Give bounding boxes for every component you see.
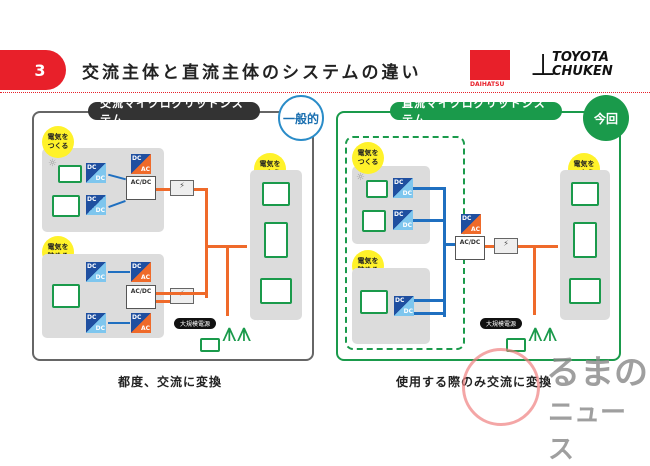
solar-panel-icon bbox=[58, 165, 82, 183]
battery-icon bbox=[52, 284, 80, 308]
sun-icon: ☼ bbox=[356, 172, 365, 183]
acdc-converter-icon: AC/DC bbox=[455, 236, 485, 260]
factory-icon bbox=[260, 278, 292, 304]
ac-flow-line bbox=[194, 188, 206, 191]
dc-bus-line bbox=[443, 187, 446, 317]
ac-caption: 都度、交流に変換 bbox=[118, 375, 223, 389]
ac-return-line bbox=[156, 300, 170, 303]
ac-trunk-line bbox=[205, 188, 208, 298]
watermark-text-1: るまの bbox=[546, 353, 648, 393]
watermark-text-2: ニュース bbox=[548, 398, 627, 465]
ac-to-load-arrow bbox=[518, 245, 558, 248]
slide-number: 3 bbox=[0, 50, 66, 90]
daihatsu-logo-text: DAIHATSU bbox=[470, 81, 505, 88]
generator-icon bbox=[362, 210, 386, 232]
battery-icon bbox=[360, 290, 388, 314]
ac-generate-label: 電気を つくる bbox=[42, 126, 74, 158]
grid-label: 大規模電源 bbox=[480, 318, 522, 329]
dc-system-badge: 今回 bbox=[583, 95, 629, 141]
factory-icon bbox=[569, 278, 601, 304]
transformer-icon: ⚡ bbox=[170, 180, 194, 196]
dc-generate-label: 電気を つくる bbox=[352, 142, 384, 174]
watermark-logo-icon bbox=[462, 348, 540, 426]
toyota-chuken-mark-icon: ⊥ bbox=[530, 48, 557, 83]
transformer-icon: ⚡ bbox=[494, 238, 518, 254]
power-tower-icon: ⩚⩚ bbox=[222, 318, 252, 348]
ac-flow-line bbox=[156, 188, 170, 191]
acdc-converter-icon: AC/DC bbox=[126, 176, 156, 200]
solar-panel-icon bbox=[366, 180, 388, 198]
grid-line bbox=[226, 246, 229, 316]
transformer-icon: ⚡ bbox=[170, 288, 194, 304]
dc-flow-arrow bbox=[108, 271, 130, 273]
generator-icon bbox=[52, 195, 80, 217]
ac-system-title: 交流マイクログリッドシステム bbox=[88, 97, 260, 126]
toyota-chuken-logo: TOYOTA CHUKEN bbox=[552, 51, 613, 79]
acdc-converter-icon: AC/DC bbox=[126, 285, 156, 309]
logo-line2: CHUKEN bbox=[552, 64, 613, 79]
house-icon bbox=[571, 182, 599, 206]
house-icon bbox=[262, 182, 290, 206]
grid-line bbox=[533, 245, 536, 315]
ac-flow-line bbox=[485, 245, 494, 248]
dc-to-inverter-line bbox=[443, 243, 455, 246]
page-title: 交流主体と直流主体のシステムの違い bbox=[82, 63, 422, 83]
title-divider bbox=[0, 92, 650, 93]
power-tower-icon: ⩚⩚ bbox=[528, 318, 558, 348]
dc-flow-arrow bbox=[413, 219, 443, 222]
building-icon bbox=[264, 222, 288, 258]
ac-system-badge: 一般的 bbox=[278, 95, 324, 141]
daihatsu-logo-icon bbox=[470, 50, 510, 80]
dc-flow-arrow bbox=[108, 322, 130, 324]
ac-flow-line bbox=[156, 292, 206, 295]
building-icon bbox=[573, 222, 597, 258]
dc-flow-arrow bbox=[413, 187, 443, 190]
dc-system-title: 直流マイクログリッドシステム bbox=[390, 97, 562, 126]
logo-line1: TOYOTA bbox=[552, 50, 609, 65]
dc-discharge-arrow bbox=[414, 312, 444, 315]
sun-icon: ☼ bbox=[48, 158, 57, 169]
grid-label: 大規模電源 bbox=[174, 318, 216, 329]
dc-charge-arrow bbox=[414, 299, 444, 302]
power-plant-icon bbox=[200, 338, 220, 352]
